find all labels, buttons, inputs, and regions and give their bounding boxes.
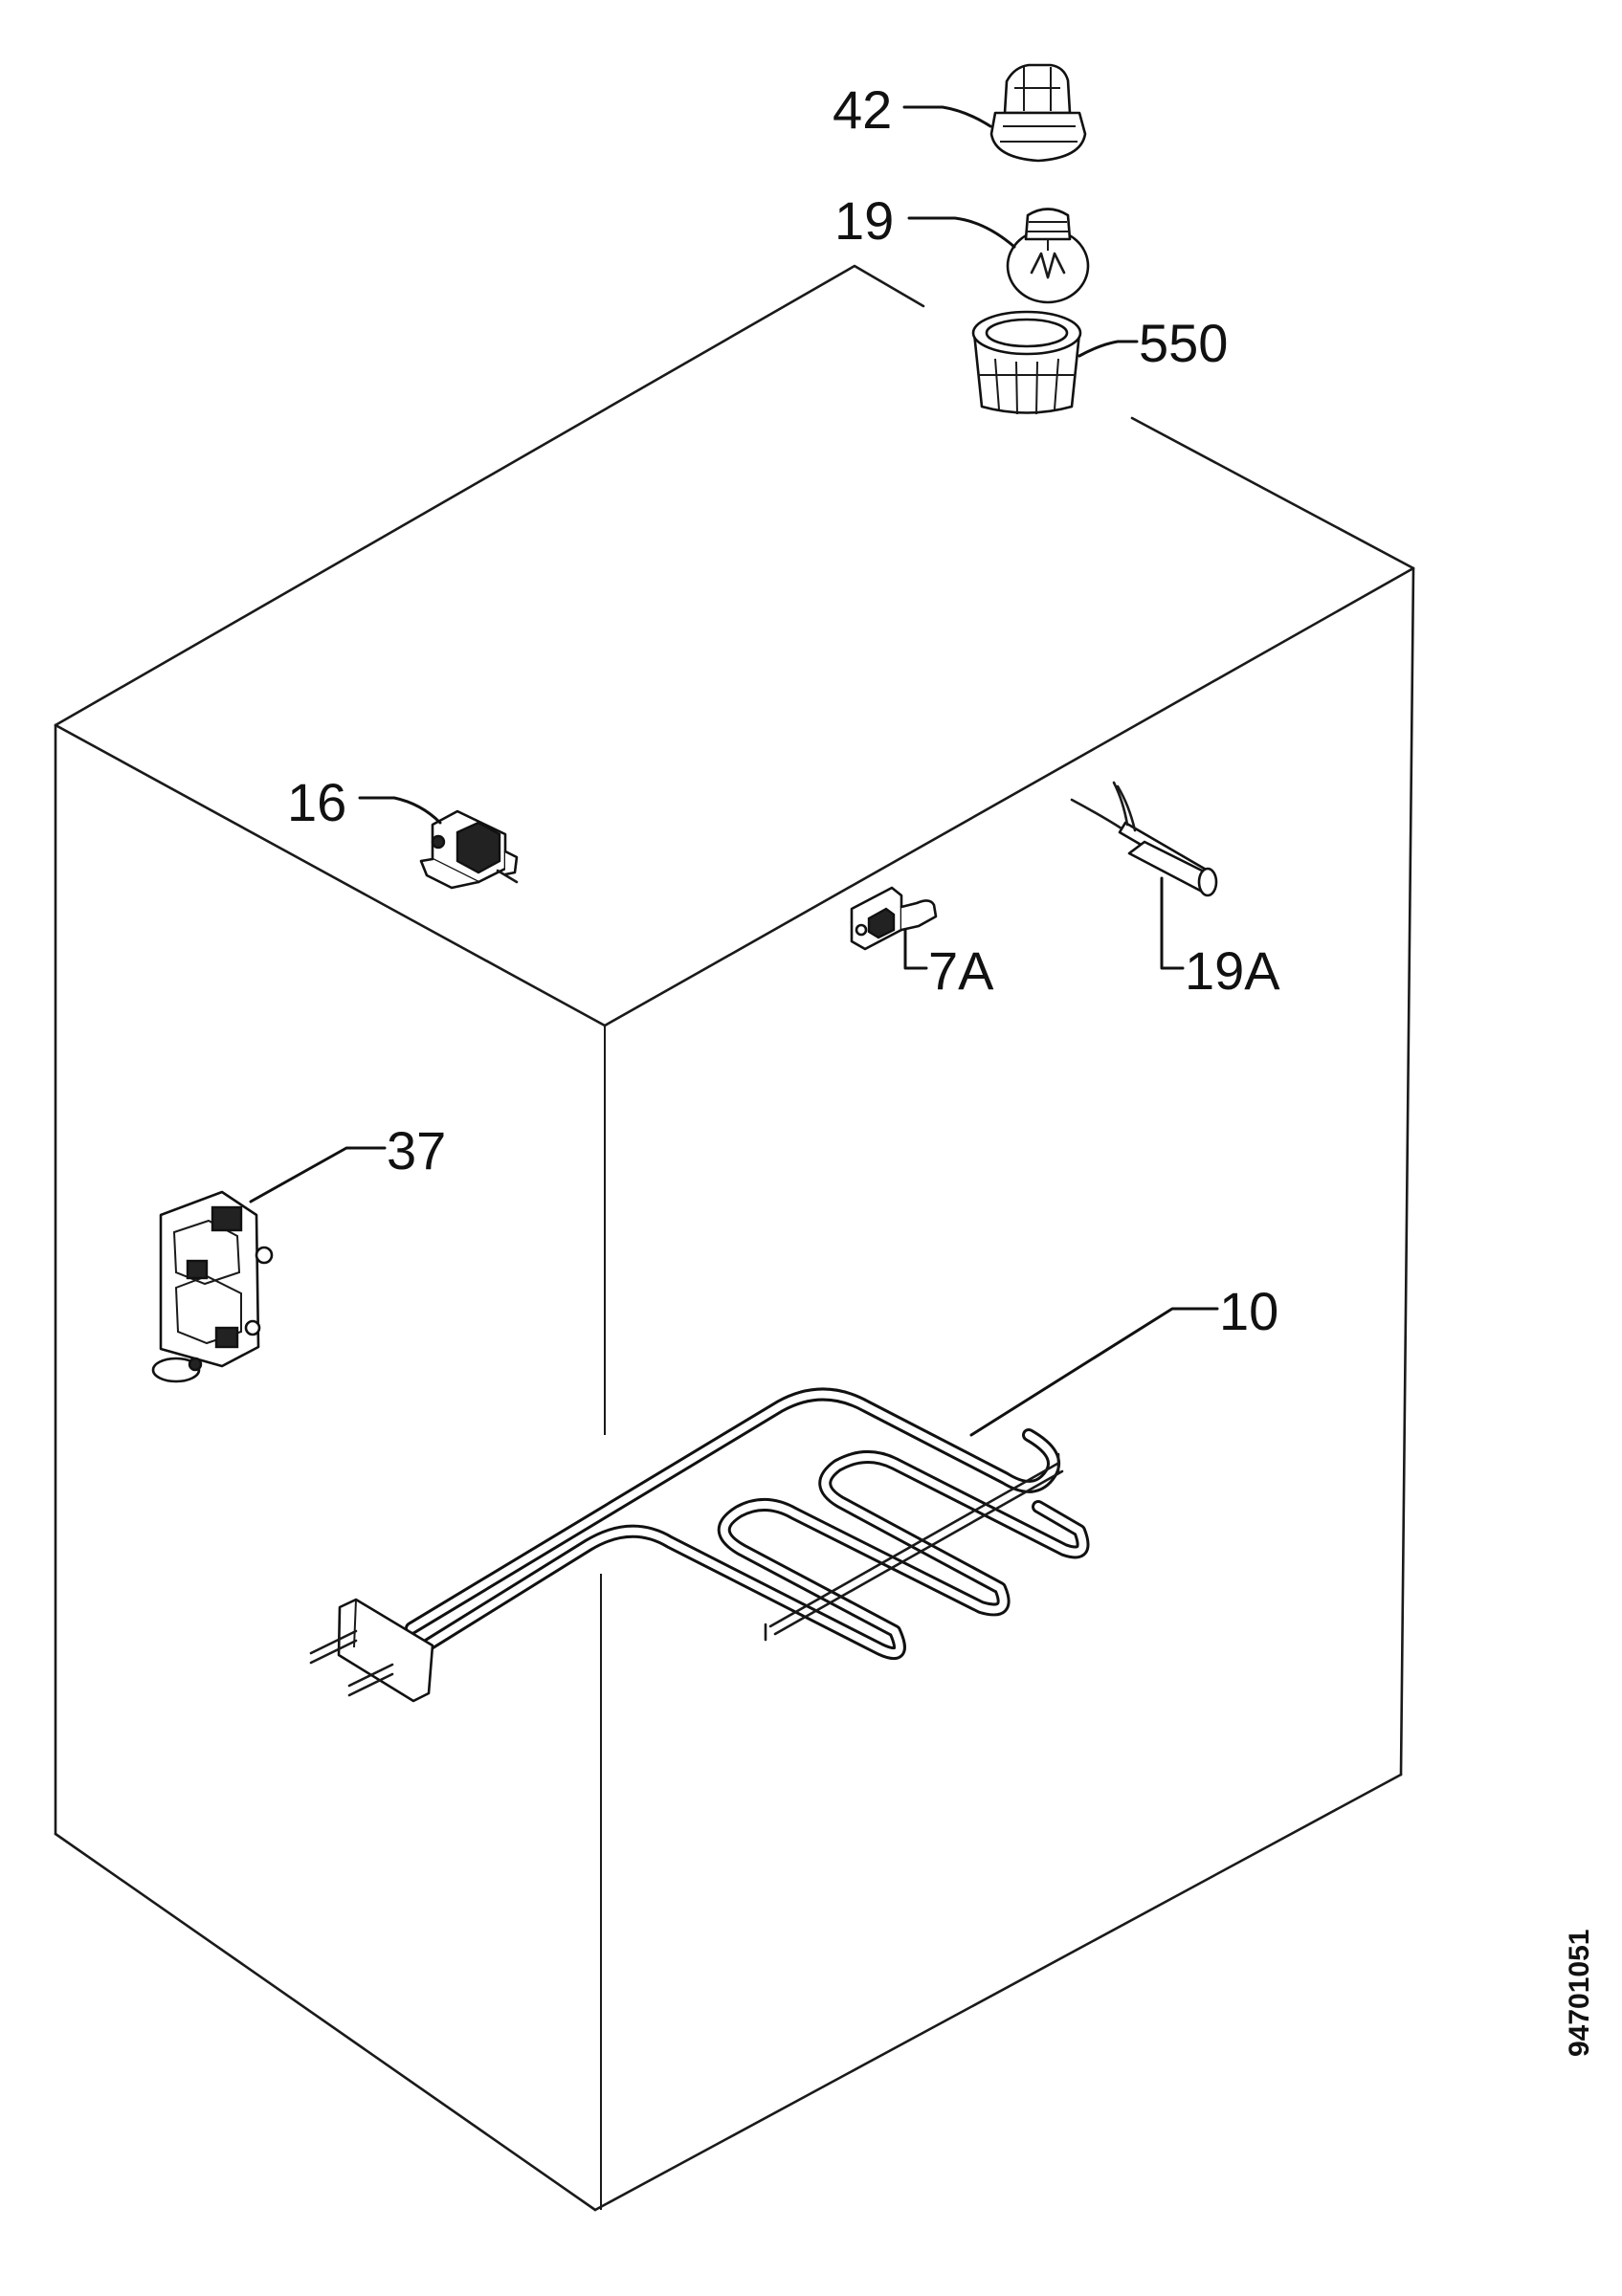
callout-42-leader (902, 105, 992, 128)
cabinet-top-back-right-edge (1130, 416, 1415, 570)
callout-10: 10 (1219, 1281, 1278, 1341)
cabinet-top-front-right-edge (603, 566, 1415, 1027)
lamp-cover-part (989, 63, 1087, 163)
callout-7a-leader (903, 928, 928, 970)
callout-16-leader (358, 796, 442, 825)
callout-10-leader (969, 1307, 1219, 1437)
callout-37: 37 (387, 1120, 446, 1181)
callout-19-leader (907, 216, 1016, 249)
oven-cabinet-outline (54, 264, 1415, 2212)
cabinet-bottom-right-edge (593, 1773, 1403, 2212)
push-switch-part (419, 809, 519, 890)
grill-heating-element-part (309, 1387, 1090, 1703)
thermostat-module-part (151, 1190, 274, 1383)
cabinet-bottom-left-edge (54, 1832, 597, 2212)
callout-16: 16 (287, 772, 346, 832)
lamp-holder-part (971, 310, 1082, 415)
element-mounting-plate (337, 1598, 434, 1703)
callout-42: 42 (833, 79, 892, 140)
callout-19a-leader (1160, 876, 1185, 970)
document-number: 94701051 (1564, 1930, 1595, 2057)
callout-19: 19 (834, 190, 894, 251)
callout-550: 550 (1139, 313, 1228, 373)
callout-7a: 7A (928, 940, 994, 1001)
temperature-probe-part (1070, 781, 1218, 897)
lamp-bulb-part (1006, 208, 1090, 304)
door-switch-part (850, 886, 938, 951)
cabinet-top-back-left-edge (54, 264, 925, 727)
cabinet-right-vertical-edge (1399, 566, 1415, 1777)
callout-19a: 19A (1185, 940, 1280, 1001)
callout-550-leader (1078, 340, 1139, 358)
callout-37-leader (249, 1146, 387, 1203)
cabinet-top-front-left-edge (54, 723, 607, 1027)
